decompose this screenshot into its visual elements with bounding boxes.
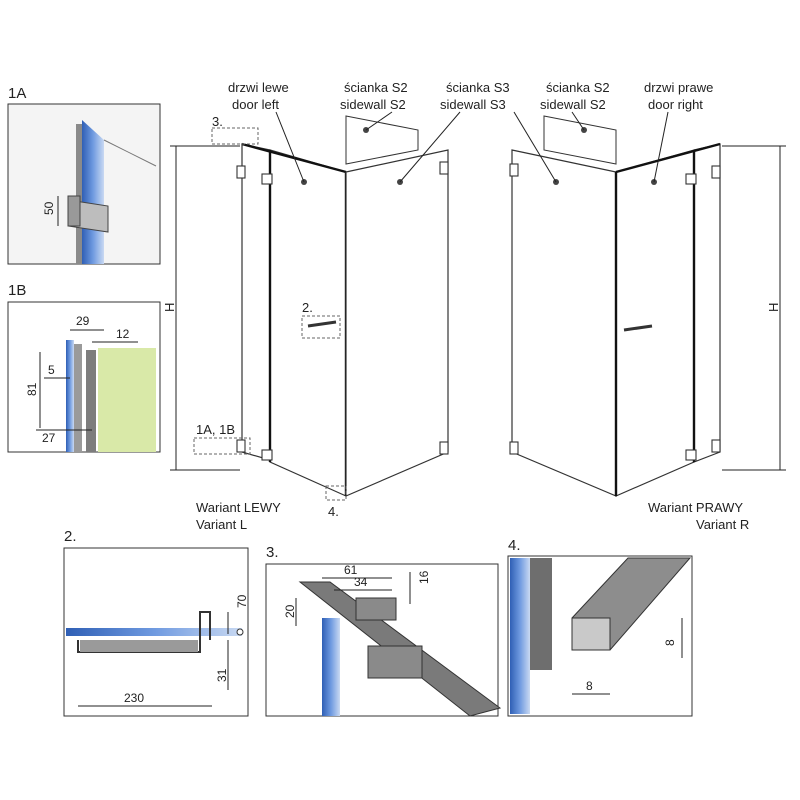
- detail-4: 4. 8 8: [507, 537, 693, 717]
- leader-door-right: [653, 111, 669, 183]
- wall-bracket-top: [439, 161, 449, 175]
- glass-top-edge: [103, 139, 157, 167]
- callout-box-1a1b: [193, 437, 251, 455]
- dim-70: 70: [235, 594, 249, 608]
- hinge-plate: [67, 195, 81, 227]
- clamp-bottom: [367, 645, 423, 679]
- profile-outer: [86, 350, 96, 452]
- dim-230: 230: [124, 691, 144, 705]
- label-door-left-en: door left: [232, 97, 279, 112]
- dim-8h: 8: [586, 679, 593, 693]
- glass-section: [66, 340, 74, 452]
- dim-16: 16: [417, 570, 431, 584]
- wall-bracket-bottom: [439, 441, 449, 455]
- handle-bar: [80, 640, 198, 652]
- door-right-panel: [615, 149, 695, 497]
- variant-left-en: Variant L: [196, 517, 247, 532]
- sidewall-s3-right-variant: [511, 149, 617, 497]
- wall-bracket-bottom-right: [509, 441, 519, 455]
- detail-1a: 1A 50: [7, 85, 161, 265]
- leader-door-left: [275, 111, 305, 183]
- label-door-right-pl: drzwi prawe: [644, 80, 713, 95]
- profile-inner: [74, 344, 82, 452]
- dim-5: 5: [48, 363, 55, 377]
- door-handle-right: [623, 324, 653, 332]
- door-handle-left: [307, 320, 337, 328]
- fig-3-label: 3.: [266, 544, 279, 561]
- sidewall-s3-left-variant: [345, 149, 449, 497]
- variant-left-drawing: H: [162, 111, 461, 501]
- detail-2: 2. 70 31 230: [63, 528, 249, 717]
- dim-50: 50: [42, 201, 56, 215]
- hinge-top-fixed-right: [711, 165, 721, 179]
- glass-4: [510, 558, 530, 714]
- top-bar-right: [615, 142, 721, 174]
- handle-end: [236, 628, 244, 636]
- sidewall-s2-top: [345, 115, 419, 165]
- dim-20: 20: [283, 604, 297, 618]
- leader-s3-right: [513, 111, 557, 183]
- fig-2-label: 2.: [64, 528, 77, 545]
- fig-1a-label: 1A: [8, 85, 26, 102]
- dim-12: 12: [116, 327, 130, 341]
- glass-edge: [76, 124, 82, 264]
- label-sidewall-s2-en-a: sidewall S2: [340, 97, 406, 112]
- dim-8v: 8: [663, 639, 677, 646]
- dim-29: 29: [76, 314, 90, 328]
- label-sidewall-s2-pl-a: ścianka S2: [344, 80, 408, 95]
- hinge-top-fixed: [236, 165, 246, 179]
- clamp-top: [355, 597, 397, 621]
- variant-right-pl: Wariant PRAWY: [648, 500, 743, 515]
- leader-s2-right: [571, 111, 585, 131]
- hinge-bottom-door-right: [685, 449, 697, 461]
- leader-s3: [399, 111, 461, 183]
- dim-81: 81: [25, 382, 39, 396]
- dim-61: 61: [344, 563, 358, 577]
- glass-3: [322, 618, 340, 716]
- handle-profile: [77, 611, 211, 653]
- variant-right-drawing: H: [509, 111, 786, 497]
- seal-profile-vertical: [530, 558, 552, 670]
- callout-box-4: [325, 485, 347, 501]
- fixed-panel-left: [241, 143, 271, 461]
- label-sidewall-s2-en-b: sidewall S2: [540, 97, 606, 112]
- callout-4: 4.: [328, 504, 339, 519]
- hinge-bottom-fixed: [236, 439, 246, 453]
- wall-bracket-top-right: [509, 163, 519, 177]
- callout-1a1b: 1A, 1B: [196, 422, 235, 437]
- variant-right-en: Variant R: [696, 517, 749, 532]
- glass-panel: [82, 120, 104, 264]
- sidewall-s2-top-right: [543, 115, 617, 165]
- seal-cross-section: [571, 617, 611, 651]
- label-door-left-pl: drzwi lewe: [228, 80, 289, 95]
- callout-2: 2.: [302, 300, 313, 315]
- height-label-left: H: [162, 303, 177, 312]
- label-door-right-en: door right: [648, 97, 703, 112]
- hinge-top-door-right: [685, 173, 697, 185]
- variant-left-pl: Wariant LEWY: [196, 500, 281, 515]
- dim-31: 31: [215, 668, 229, 682]
- leader-s2: [365, 111, 393, 131]
- detail-1b: 1B 29 12 81 5 27: [7, 282, 161, 453]
- dim-34: 34: [354, 575, 368, 589]
- callout-3: 3.: [212, 114, 223, 129]
- wall-section: [98, 348, 156, 452]
- label-sidewall-s3-pl: ścianka S3: [446, 80, 510, 95]
- fig-4-label: 4.: [508, 537, 521, 554]
- fig-1b-label: 1B: [8, 282, 26, 299]
- detail-3: 3. 61 34 16 20: [265, 544, 502, 717]
- dim-27: 27: [42, 431, 56, 445]
- hinge-bottom-fixed-right: [711, 439, 721, 453]
- glass-edge-2: [66, 628, 242, 636]
- callout-box-3: [211, 127, 259, 145]
- height-label-right: H: [766, 303, 781, 312]
- hinge-bottom-door: [261, 449, 273, 461]
- label-sidewall-s3-en: sidewall S3: [440, 97, 506, 112]
- fixed-panel-right: [693, 143, 721, 463]
- label-sidewall-s2-pl-b: ścianka S2: [546, 80, 610, 95]
- hinge-top-door: [261, 173, 273, 185]
